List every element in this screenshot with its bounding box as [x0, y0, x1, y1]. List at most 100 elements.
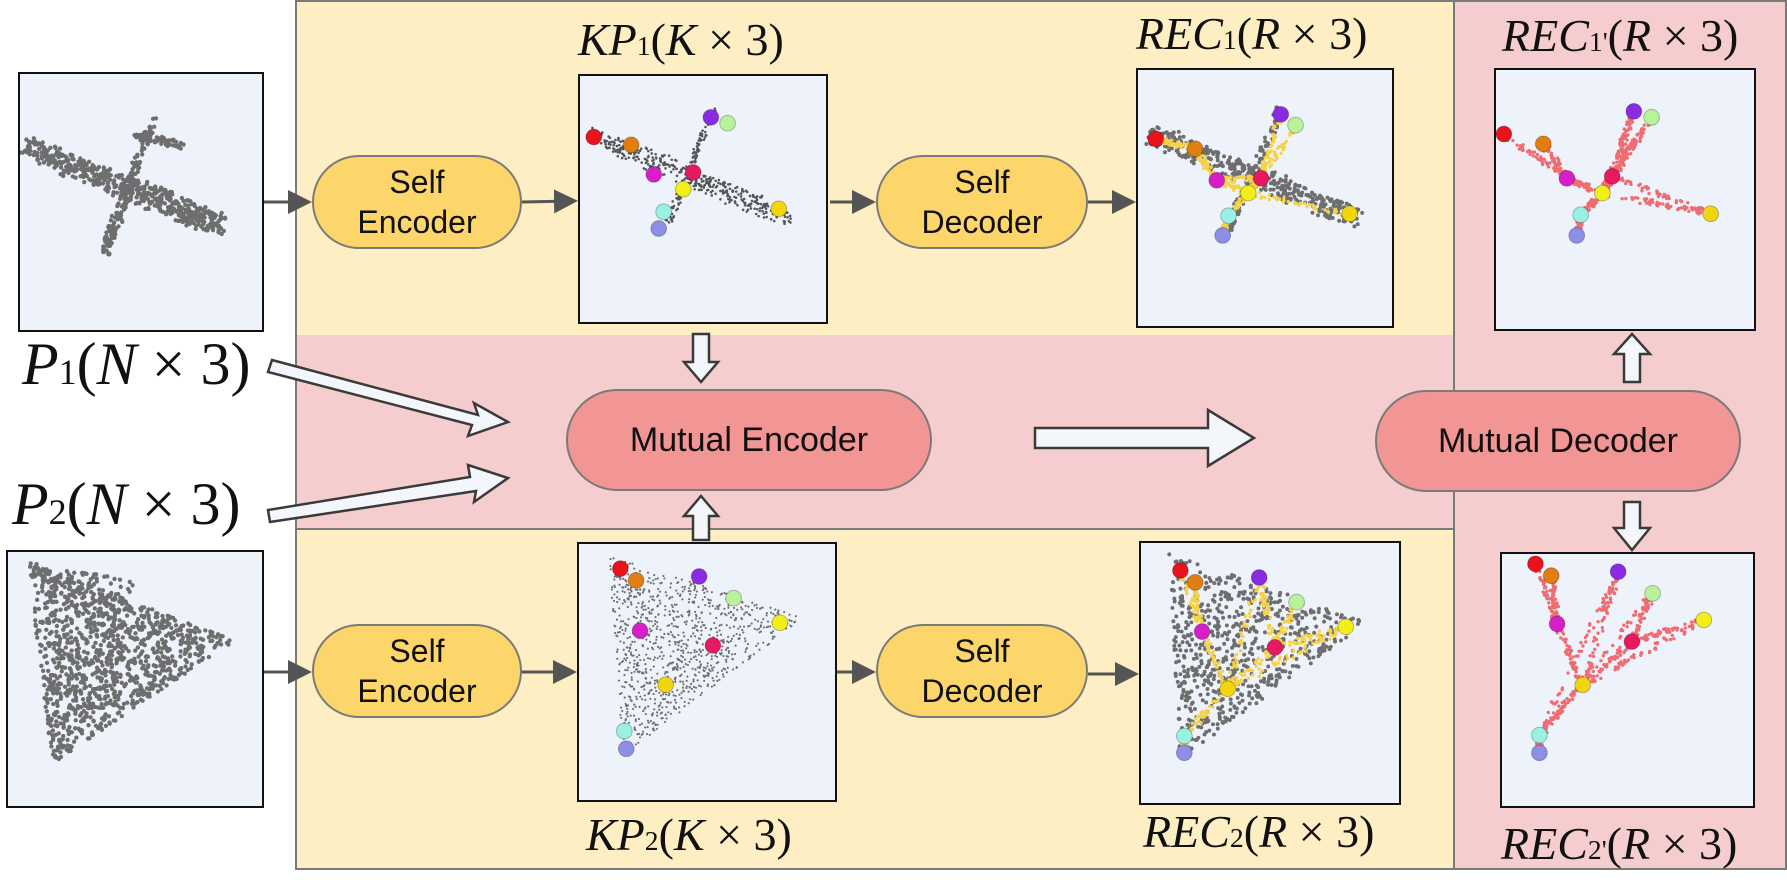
cloud-point	[648, 164, 652, 168]
cloud-point	[86, 603, 91, 608]
cloud-point	[666, 671, 669, 674]
cloud-point	[193, 215, 198, 221]
cloud-point	[710, 194, 714, 197]
skeleton-point	[1239, 175, 1244, 179]
cloud-point	[623, 622, 627, 625]
cloud-point	[761, 606, 764, 609]
cloud-point	[209, 212, 214, 217]
cloud-point	[1162, 131, 1167, 136]
cloud-point	[591, 126, 594, 130]
cloud-point	[46, 668, 51, 674]
cloud-point	[612, 557, 615, 560]
cloud-point	[669, 170, 673, 174]
cloud-point	[27, 140, 32, 145]
cloud-point	[676, 648, 679, 651]
cloud-point	[120, 635, 125, 640]
cloud-point	[82, 660, 87, 665]
cloud-point	[1174, 660, 1179, 665]
keypoint-sphere-icon	[1147, 130, 1165, 148]
cloud-point	[711, 185, 714, 189]
skeleton-point	[1231, 184, 1235, 188]
cloud-point	[756, 207, 759, 211]
cloud-point	[605, 139, 609, 143]
cloud-point	[61, 602, 67, 607]
cloud-point	[135, 692, 140, 698]
cloud-point	[110, 607, 115, 612]
cloud-point	[619, 140, 622, 144]
cloud-point	[655, 727, 658, 730]
cloud-point	[711, 669, 714, 672]
cloud-point	[630, 651, 633, 654]
cloud-point	[772, 219, 776, 223]
cloud-point	[615, 144, 619, 148]
cloud-point	[63, 158, 69, 164]
cloud-point	[63, 618, 69, 623]
cloud-point	[659, 701, 662, 704]
cloud-point	[715, 184, 719, 188]
cloud-point	[1225, 649, 1230, 654]
cloud-point	[118, 584, 123, 590]
cloud-point	[656, 625, 659, 628]
cloud-point	[127, 579, 132, 585]
cloud-point	[748, 656, 752, 660]
cloud-point	[634, 159, 637, 162]
cloud-point	[706, 674, 709, 677]
cloud-point	[100, 614, 106, 619]
cloud-point	[105, 662, 110, 667]
cloud-point	[668, 643, 671, 647]
cloud-point	[664, 167, 667, 170]
cloud-point	[1230, 172, 1235, 176]
cloud-point	[765, 626, 768, 629]
cloud-point	[63, 645, 68, 650]
cloud-point	[614, 631, 617, 635]
cloud-point	[654, 641, 657, 644]
cloud-point	[725, 660, 728, 663]
cloud-point	[630, 653, 633, 656]
cloud-point	[24, 150, 30, 155]
cloud-point	[122, 599, 127, 605]
cloud-point	[88, 625, 93, 631]
cloud-point	[1263, 187, 1268, 192]
cloud-point	[651, 608, 655, 611]
cloud-point	[697, 605, 700, 608]
cloud-point	[736, 203, 739, 207]
cloud-point	[613, 610, 617, 613]
cloud-point	[687, 702, 690, 705]
cloud-point	[1180, 594, 1185, 599]
cloud-point	[721, 182, 725, 186]
cloud-point	[105, 189, 110, 194]
cloud-point	[665, 594, 668, 597]
cloud-point	[137, 192, 143, 197]
cloud-point	[69, 574, 75, 580]
cloud-point	[91, 718, 96, 724]
cloud-point	[1252, 614, 1257, 619]
cloud-point	[36, 606, 42, 612]
cloud-point	[117, 691, 123, 696]
cloud-point	[649, 630, 652, 633]
cloud-point	[702, 138, 706, 142]
cloud-point	[660, 581, 663, 584]
cloud-point	[751, 193, 755, 197]
cloud-point	[734, 201, 737, 205]
cloud-point	[656, 604, 660, 607]
cloud-point	[196, 208, 202, 213]
cloud-point	[635, 655, 639, 659]
cloud-point	[154, 197, 159, 203]
cloud-point	[622, 632, 625, 635]
cloud-point	[634, 743, 637, 746]
cloud-point	[676, 610, 679, 613]
cloud-point	[702, 674, 705, 677]
cloud-point	[118, 640, 123, 646]
cloud-point	[693, 626, 696, 629]
cloud-point	[51, 619, 56, 624]
cloud-point	[118, 674, 123, 679]
cloud-point	[699, 685, 702, 688]
cloud-point	[616, 648, 619, 651]
cloud-point	[790, 620, 793, 623]
skeleton-point	[1184, 142, 1188, 146]
cloud-point	[48, 145, 53, 150]
cloud-point	[114, 210, 120, 216]
cloud-point	[747, 658, 750, 661]
cloud-point	[115, 591, 121, 597]
cloud-point	[38, 649, 43, 654]
